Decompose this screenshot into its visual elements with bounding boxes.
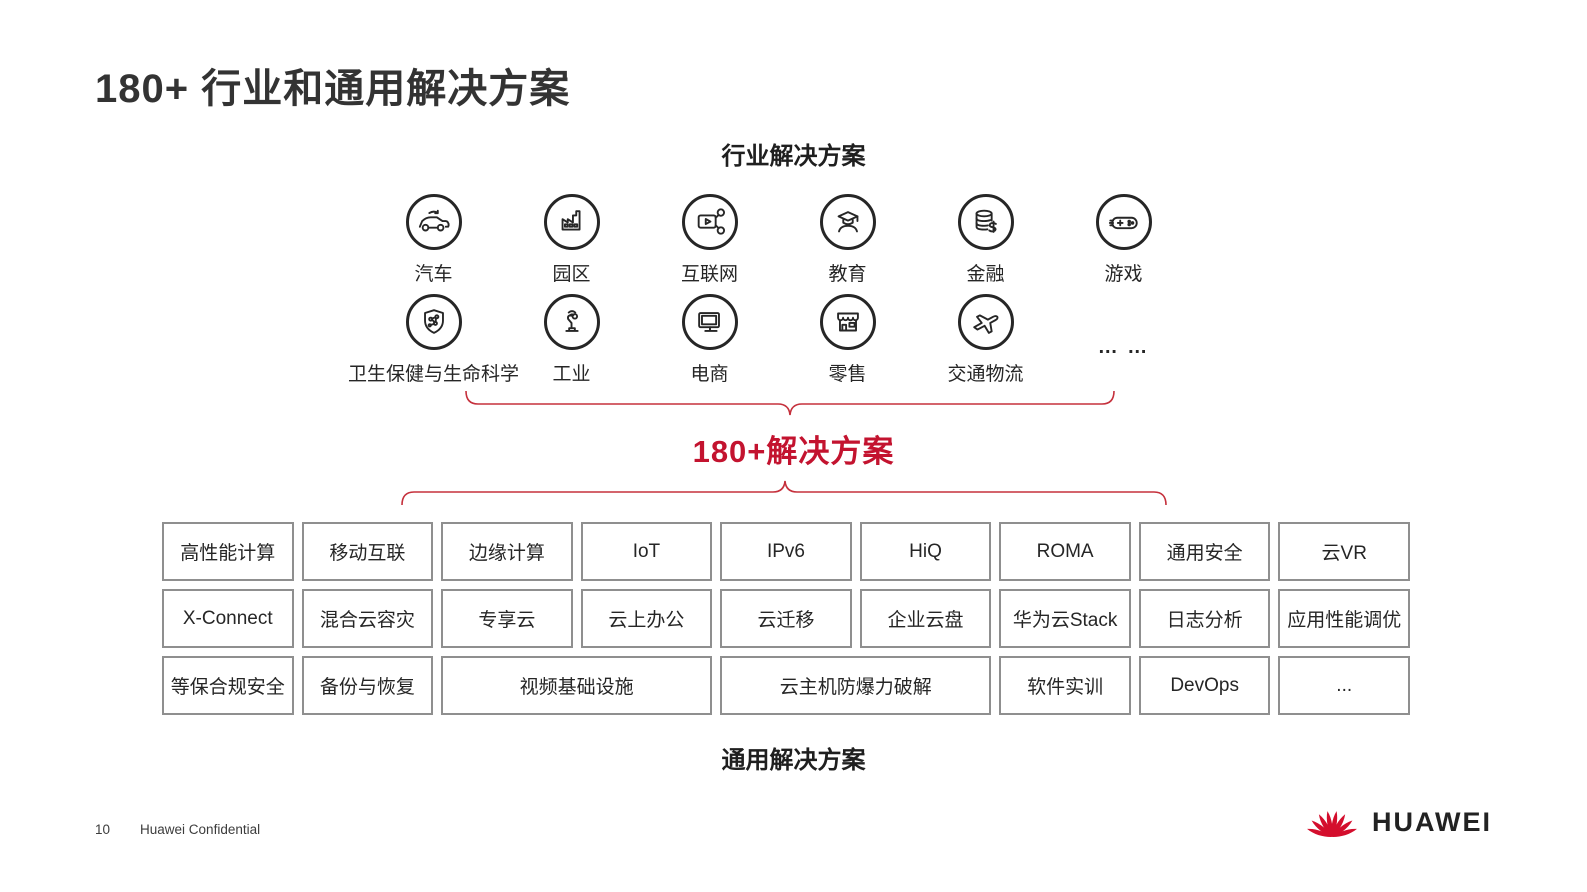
page-title: 180+ 行业和通用解决方案 — [95, 67, 571, 111]
solution-cell: 视频基础设施 — [441, 656, 713, 715]
industry-item-label: 园区 — [552, 264, 591, 285]
solution-cell: 专享云 — [441, 589, 573, 648]
solution-cell: 高性能计算 — [162, 522, 294, 581]
industry-solutions-heading: 行业解决方案 — [721, 143, 866, 170]
solution-cell: IoT — [580, 522, 713, 581]
industry-item-gaming: 游戏 — [1055, 194, 1192, 286]
huawei-logo: HUAWEI — [1304, 800, 1492, 844]
industry-item-ecommerce: 电商 — [641, 294, 778, 386]
industry-item-campus: 园区 — [503, 194, 640, 286]
industry-item-label: 汽车 — [414, 264, 453, 285]
retail-icon — [819, 294, 876, 350]
solution-cell: 边缘计算 — [441, 522, 573, 581]
industry-item-finance: 金融 — [917, 194, 1054, 286]
industry-item-label: 金融 — [966, 264, 1005, 285]
industry-item-retail: 零售 — [779, 294, 916, 386]
industry-item-education: 教育 — [779, 194, 916, 286]
industry-item-label: 游戏 — [1104, 264, 1143, 285]
solution-cell: 云主机防爆力破解 — [720, 656, 992, 715]
industry-icon — [543, 294, 600, 350]
industry-item-automotive: 汽车 — [365, 194, 502, 286]
industry-icon-row-1: 汽车 园区 — [365, 194, 1192, 286]
ecommerce-icon — [681, 294, 738, 350]
solution-cell: HiQ — [859, 522, 992, 581]
solution-cell: 移动互联 — [301, 522, 434, 581]
car-icon — [405, 194, 462, 250]
industry-item-label: 互联网 — [680, 264, 738, 285]
solution-cell: 云迁移 — [720, 589, 852, 648]
solution-cell: 云上办公 — [580, 589, 713, 648]
general-solutions-heading: 通用解决方案 — [721, 747, 866, 774]
solution-cell: 等保合规安全 — [162, 656, 294, 715]
solution-cell: X-Connect — [162, 589, 294, 648]
industry-ellipsis: … … — [1097, 336, 1150, 358]
page-number: 10 — [95, 822, 111, 837]
industry-item-more: … … — [1055, 294, 1192, 386]
solution-cell: 日志分析 — [1138, 589, 1271, 648]
solution-cell: ROMA — [999, 522, 1131, 581]
industry-item-logistics: 交通物流 — [917, 294, 1054, 386]
education-icon — [819, 194, 876, 250]
solution-cell: 企业云盘 — [859, 589, 992, 648]
solution-cell: ... — [1278, 656, 1410, 715]
industry-item-label: 交通物流 — [947, 364, 1024, 385]
industry-item-label: 电商 — [690, 364, 729, 385]
general-solutions-grid: 高性能计算 移动互联 边缘计算 IoT IPv6 HiQ ROMA 通用安全 云… — [162, 522, 1410, 715]
solution-cell: 华为云Stack — [999, 589, 1131, 648]
industry-item-label: 工业 — [552, 364, 591, 385]
solution-cell: DevOps — [1138, 656, 1271, 715]
solution-cell: 混合云容灾 — [301, 589, 434, 648]
bottom-brace — [398, 479, 1170, 507]
industry-item-healthcare: 卫生保健与生命科学 — [348, 294, 519, 386]
campus-icon — [543, 194, 600, 250]
solution-cell: 备份与恢复 — [301, 656, 434, 715]
finance-icon — [957, 194, 1014, 250]
logistics-icon — [957, 294, 1014, 350]
top-brace — [462, 389, 1118, 419]
industry-item-internet: 互联网 — [641, 194, 778, 286]
solution-cell: 应用性能调优 — [1278, 589, 1410, 648]
huawei-flower-icon — [1304, 800, 1360, 844]
internet-icon — [681, 194, 738, 250]
solution-cell: 通用安全 — [1138, 522, 1271, 581]
solutions-count-label: 180+解决方案 — [692, 434, 895, 469]
solution-cell: 云VR — [1278, 522, 1410, 581]
footer: 10 Huawei Confidential — [95, 822, 260, 837]
industry-item-label: 教育 — [828, 264, 867, 285]
confidential-label: Huawei Confidential — [140, 822, 261, 837]
industry-icon-row-2: 卫生保健与生命科学 工业 电商 — [348, 294, 1192, 386]
healthcare-icon — [405, 294, 462, 350]
solution-cell: IPv6 — [720, 522, 852, 581]
game-icon — [1095, 194, 1152, 250]
huawei-logo-text: HUAWEI — [1372, 806, 1492, 837]
industry-item-label: 零售 — [828, 364, 867, 385]
industry-item-label: 卫生保健与生命科学 — [348, 364, 520, 385]
industry-item-industrial: 工业 — [503, 294, 640, 386]
solution-cell: 软件实训 — [999, 656, 1131, 715]
